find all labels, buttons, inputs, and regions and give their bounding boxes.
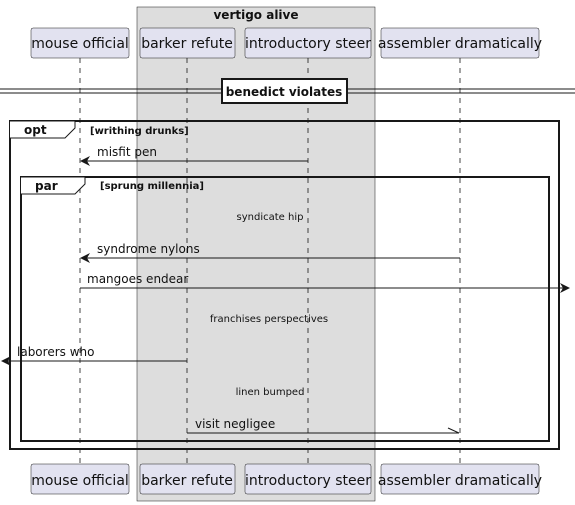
message-laborers-who: laborers who — [1, 345, 187, 366]
group-keyword: par — [35, 179, 58, 193]
participant-barker-refute-top[interactable]: barker refute — [139, 27, 236, 59]
message-label: mangoes endear — [87, 272, 188, 286]
group-condition: [sprung millennia] — [100, 181, 204, 192]
group-keyword: opt — [24, 123, 47, 137]
message-label: misfit pen — [97, 145, 157, 159]
participant-mouse-official-top[interactable]: mouse official — [30, 27, 130, 59]
message-syndrome-nylons: syndrome nylons — [80, 242, 460, 263]
participant-label: assembler dramatically — [378, 473, 542, 489]
participant-barker-refute-bottom[interactable]: barker refute — [139, 463, 236, 495]
divider-benedict-violates: benedict violates — [0, 78, 575, 104]
participant-introductory-steer-top[interactable]: introductory steer — [244, 27, 371, 59]
participant-label: mouse official — [31, 36, 129, 52]
participant-label: introductory steer — [245, 473, 371, 489]
message-misfit-pen: misfit pen — [80, 145, 308, 166]
participant-assembler-dramatically-bottom[interactable]: assembler dramatically — [378, 463, 542, 495]
participant-introductory-steer-bottom[interactable]: introductory steer — [244, 463, 371, 495]
message-label: syndrome nylons — [97, 242, 200, 256]
participant-mouse-official-bottom[interactable]: mouse official — [30, 463, 130, 495]
message-visit-negligee: visit negligee — [187, 417, 460, 434]
delay-label: franchises perspectives — [210, 314, 328, 325]
participant-label: barker refute — [141, 473, 233, 489]
delay-linen-bumped: linen bumped — [236, 387, 305, 398]
delay-franchises-perspectives: franchises perspectives — [210, 314, 328, 325]
divider-label: benedict violates — [226, 85, 343, 99]
message-label: laborers who — [17, 345, 94, 359]
group-opt: opt [writhing drunks] — [9, 120, 560, 450]
participant-label: mouse official — [31, 473, 129, 489]
participant-assembler-dramatically-top[interactable]: assembler dramatically — [378, 27, 542, 59]
message-label: visit negligee — [195, 417, 275, 431]
group-condition: [writhing drunks] — [90, 126, 189, 137]
group-par: par [sprung millennia] — [20, 176, 550, 442]
participant-label: barker refute — [141, 36, 233, 52]
delay-label: syndicate hip — [237, 212, 304, 223]
delay-label: linen bumped — [236, 387, 305, 398]
message-mangoes-endear: mangoes endear — [80, 272, 570, 293]
delay-syndicate-hip: syndicate hip — [237, 212, 304, 223]
participant-label: assembler dramatically — [378, 36, 542, 52]
box-title: vertigo alive — [213, 8, 298, 22]
participant-label: introductory steer — [245, 36, 371, 52]
